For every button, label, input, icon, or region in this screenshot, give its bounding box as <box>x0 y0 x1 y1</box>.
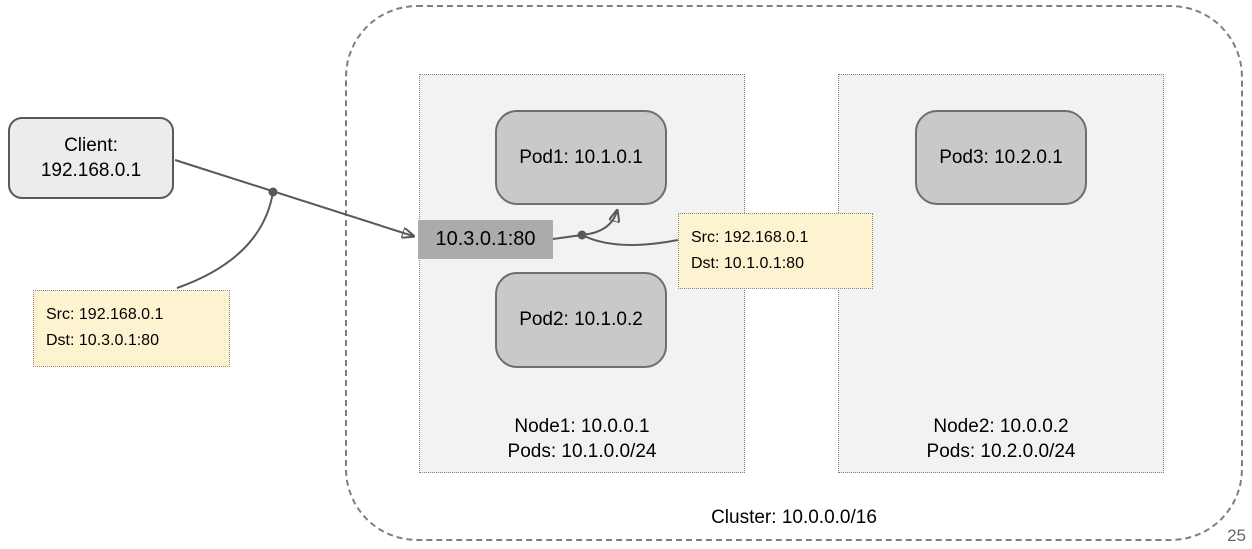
node2-name: Node2: 10.0.0.2 <box>933 416 1069 437</box>
pod1-box: Pod1: 10.1.0.1 <box>495 110 667 205</box>
node1-name: Node1: 10.0.0.1 <box>514 416 650 437</box>
pod3-label: Pod3: 10.2.0.1 <box>939 146 1063 168</box>
service-ip-box: 10.3.0.1:80 <box>418 220 553 259</box>
service-ip-label: 10.3.0.1:80 <box>435 228 536 250</box>
packet-note-2: Src: 192.168.0.1 Dst: 10.1.0.1:80 <box>678 213 873 289</box>
packet-note-1-dst: Dst: 10.3.0.1:80 <box>46 332 159 349</box>
pod1-label: Pod1: 10.1.0.1 <box>519 146 643 168</box>
node1-label: Node1: 10.0.0.1 Pods: 10.1.0.0/24 <box>420 414 744 464</box>
node2-label: Node2: 10.0.0.2 Pods: 10.2.0.0/24 <box>839 414 1163 464</box>
client-title: Client: <box>64 135 118 156</box>
packet-note-2-dst: Dst: 10.1.0.1:80 <box>691 255 804 272</box>
packet-note-1-src: Src: 192.168.0.1 <box>46 306 164 323</box>
client-box: Client: 192.168.0.1 <box>8 117 174 199</box>
client-ip: 192.168.0.1 <box>40 160 142 181</box>
packet-note-2-src: Src: 192.168.0.1 <box>691 229 809 246</box>
pod3-box: Pod3: 10.2.0.1 <box>915 110 1087 205</box>
connector-note1 <box>176 191 274 289</box>
slide-page-number: 25 <box>1227 526 1246 545</box>
node2-pods-cidr: Pods: 10.2.0.0/24 <box>926 441 1076 462</box>
pod2-label: Pod2: 10.1.0.2 <box>519 309 643 330</box>
packet-note-1: Src: 192.168.0.1 Dst: 10.3.0.1:80 <box>33 290 230 367</box>
cluster-label: Cluster: 10.0.0.0/16 <box>711 507 877 528</box>
node1-pods-cidr: Pods: 10.1.0.0/24 <box>507 441 657 462</box>
pod2-box: Pod2: 10.1.0.2 <box>495 272 667 368</box>
branch-dot-client-arrow <box>268 187 278 197</box>
cluster-boundary: Cluster: 10.0.0.0/16 <box>345 5 1243 541</box>
